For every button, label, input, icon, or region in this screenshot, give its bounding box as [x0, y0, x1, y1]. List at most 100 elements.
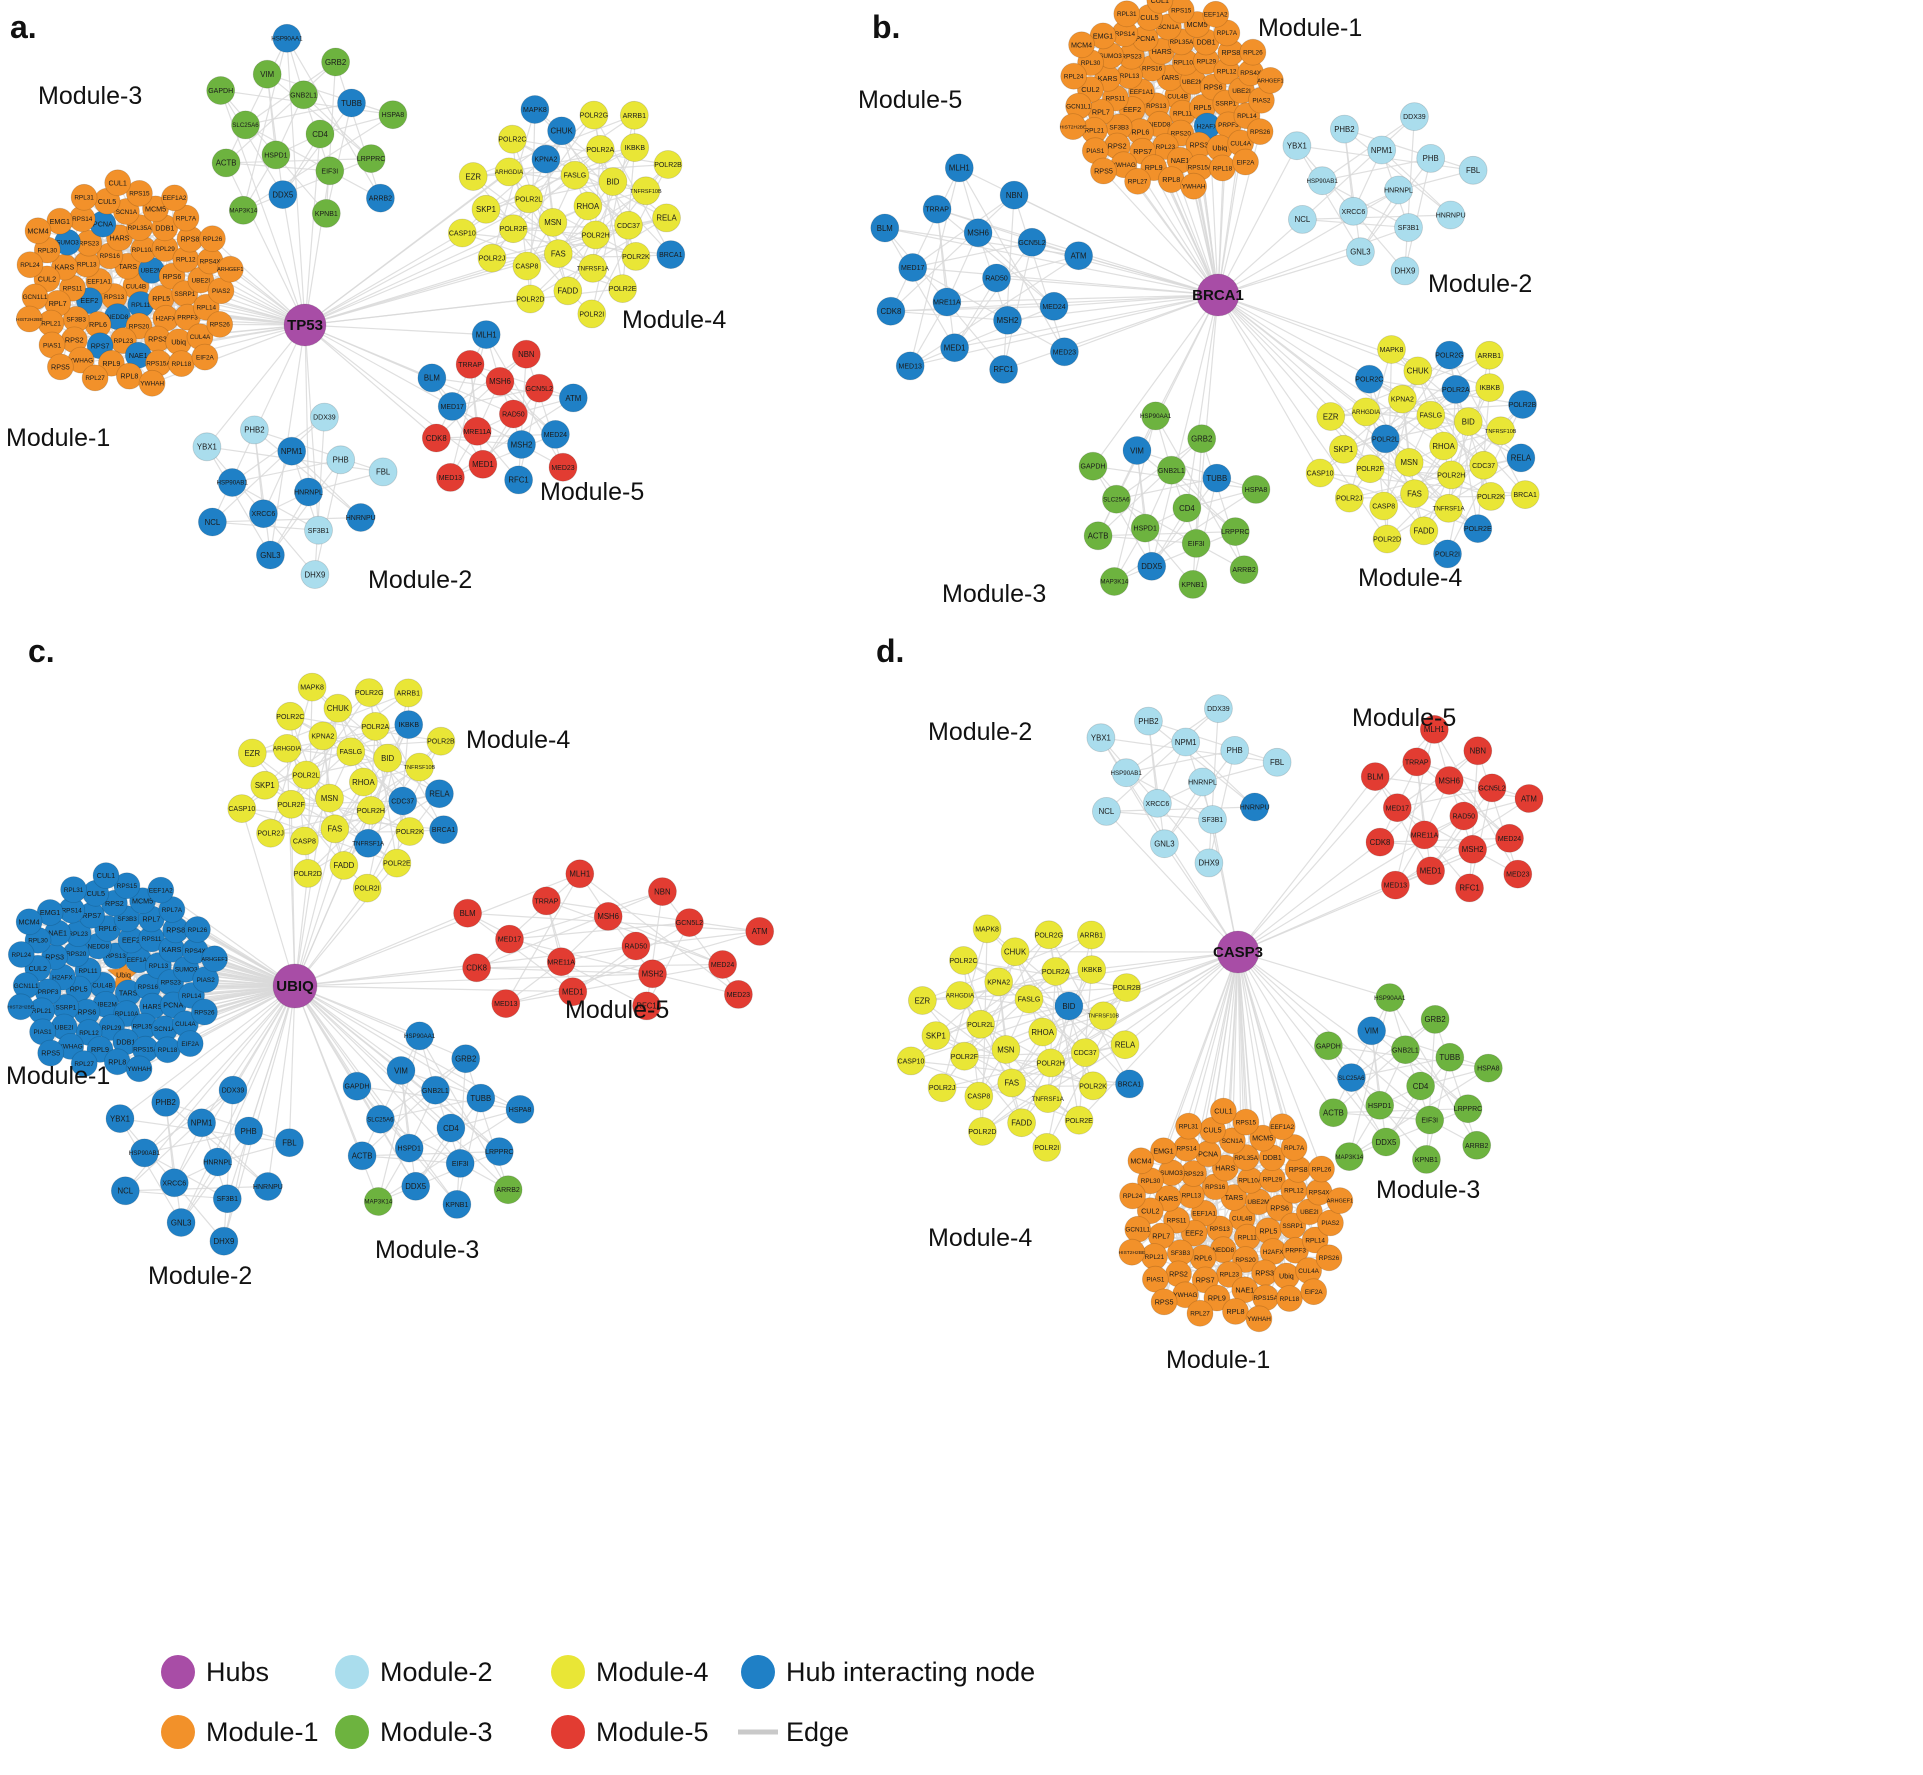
node-ARHGDIA: [945, 981, 975, 1010]
edge: [226, 158, 372, 164]
node-DDX5: [1371, 1127, 1401, 1157]
node-FADD: [329, 851, 359, 880]
legend-swatch-module-2: [335, 1655, 369, 1689]
node-CUL2: [1136, 1197, 1164, 1225]
node-RPL31: [60, 876, 87, 903]
node-TNFRSF1A: [578, 253, 608, 283]
node-POLR2G: [579, 100, 609, 130]
edge: [119, 1118, 182, 1223]
edge: [963, 971, 1057, 1057]
node-MCM4: [15, 908, 43, 936]
node-GCN5L2: [1477, 773, 1507, 803]
hub-edge: [946, 294, 1219, 303]
node-IKBKB: [1475, 373, 1505, 403]
node-RPS5: [1090, 157, 1117, 185]
node-GAPDH: [206, 76, 236, 105]
hub-edge: [1217, 294, 1367, 413]
node-FADD: [553, 276, 583, 306]
node-ARHGEF1: [1326, 1187, 1354, 1214]
node-HSP90AA1: [1375, 983, 1405, 1012]
node-GNB2L1: [1157, 455, 1186, 485]
node-TRRAP: [1402, 747, 1432, 777]
node-TNFRSF10B: [631, 176, 661, 206]
node-YWHAH: [1180, 172, 1207, 200]
node-MED17: [437, 391, 467, 421]
module-label-b-module-3: Module-3: [942, 580, 1046, 608]
edge: [652, 973, 739, 995]
edge: [220, 90, 284, 195]
hub-edge: [1078, 951, 1239, 1121]
edge: [1344, 128, 1474, 171]
hub-edge: [294, 985, 461, 1164]
hub-edge: [201, 985, 296, 1124]
edge: [1468, 787, 1493, 889]
panel-b-nodes: RAD50MRE11AMSH6MSH2MED17GCN5L2MED1TRRAPM…: [870, 0, 1540, 599]
edge: [1344, 128, 1452, 216]
edge: [361, 1058, 467, 1157]
node-NPM1: [1171, 727, 1201, 757]
legend-label-module-3: Module-3: [380, 1717, 493, 1747]
node-FADD: [1007, 1108, 1036, 1138]
hub-edge: [1237, 951, 1387, 1143]
node-RPL24: [7, 941, 35, 968]
node-MED13: [1381, 870, 1410, 900]
node-YBX1: [1282, 131, 1312, 161]
hub-edge: [180, 985, 296, 1223]
module-label-d-module-2: Module-2: [928, 718, 1032, 746]
node-MLH1: [471, 320, 501, 350]
node-GNB2L1: [289, 80, 319, 110]
node-FBL: [1262, 747, 1292, 777]
edge: [431, 377, 484, 465]
edge: [124, 1089, 234, 1192]
node-POLR2I: [577, 299, 607, 329]
hub-edge: [165, 985, 296, 1103]
node-ATM: [558, 383, 588, 413]
node-RPL18: [167, 350, 195, 378]
node-RFC1: [504, 465, 533, 495]
node-SKP1: [471, 194, 501, 224]
node-FBL: [368, 457, 398, 487]
node-SLC25A6: [231, 110, 260, 140]
node-POLR2F: [498, 214, 528, 244]
node-HSPA8: [1241, 474, 1271, 504]
edge: [267, 73, 394, 116]
node-RAD50: [621, 931, 651, 961]
node-POLR2C: [949, 946, 978, 975]
hub-edge: [119, 985, 296, 1120]
hub-edge: [884, 227, 1219, 296]
node-POLR2L: [291, 760, 321, 790]
node-MSH6: [1434, 766, 1464, 795]
node-POLR2C: [1354, 364, 1384, 394]
node-PHB2: [1330, 114, 1359, 144]
node-HSP90AB1: [1111, 758, 1141, 788]
node-MED23: [1503, 859, 1533, 889]
node-HSP90AA1: [405, 1021, 435, 1051]
node-RELA: [652, 203, 681, 233]
node-HSPD1: [1365, 1090, 1395, 1120]
node-POLR2G: [354, 678, 384, 707]
hub-edge: [206, 324, 306, 448]
edge: [201, 1122, 269, 1187]
node-TNFRSF10B: [1486, 416, 1516, 446]
edge: [1349, 1108, 1469, 1158]
edge: [253, 429, 271, 556]
node-RPS6: [1266, 1194, 1293, 1222]
node-LRPPRC: [484, 1137, 514, 1166]
node-SLC25A6: [1102, 484, 1131, 514]
edge: [456, 1097, 482, 1205]
node-MSN: [1394, 447, 1424, 477]
hub-edge: [1186, 294, 1219, 509]
edge: [1381, 149, 1452, 216]
node-BID: [1453, 407, 1483, 437]
node-EIF2A: [176, 1030, 204, 1057]
edge: [378, 1151, 500, 1203]
node-FBL: [1458, 155, 1488, 185]
hub-edge: [1217, 226, 1409, 296]
node-ARRB1: [393, 678, 423, 708]
node-HIST2H2BE: [1118, 1238, 1146, 1266]
edge: [304, 800, 403, 842]
node-RPS26: [1246, 118, 1274, 146]
module-label-c-module-3: Module-3: [375, 1236, 479, 1264]
node-MED24: [1039, 291, 1069, 321]
edge: [286, 37, 381, 199]
